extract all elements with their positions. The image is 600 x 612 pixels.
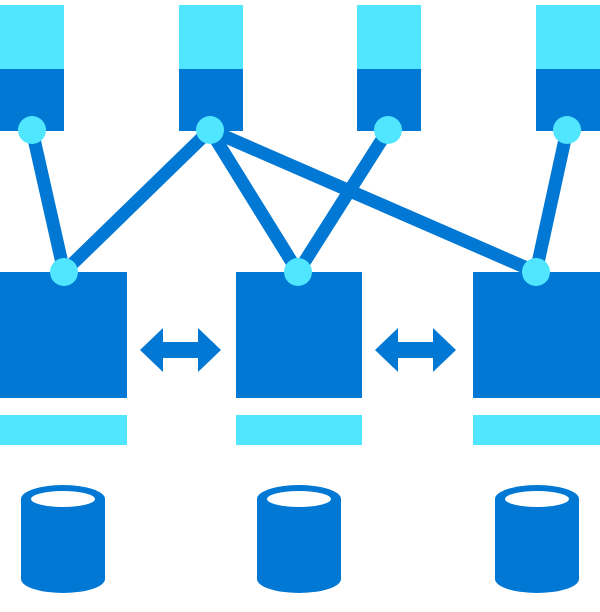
database-2 — [257, 485, 341, 593]
compute-node-icon — [473, 272, 600, 398]
compute-node-base — [236, 415, 362, 445]
compute-node-base — [473, 415, 600, 445]
database-cylinder-icon — [495, 499, 579, 593]
server-icon-top — [179, 5, 243, 69]
bidirectional-arrow-icon — [140, 328, 221, 372]
database-cylinder-rim — [267, 491, 331, 507]
link-top4-middle3 — [529, 123, 574, 279]
top-node-1 — [0, 5, 64, 131]
link-top1-middle1 — [25, 123, 71, 279]
database-3 — [495, 485, 579, 593]
bidirectional-arrow-icon — [375, 328, 456, 372]
link-top2-middle2 — [203, 123, 305, 279]
server-icon-top — [357, 5, 421, 69]
connector-dot-icon — [50, 258, 78, 286]
connector-dot-icon — [522, 258, 550, 286]
compute-node-base — [0, 415, 127, 445]
link-top2-middle1 — [57, 123, 217, 279]
middle-node-2 — [236, 272, 362, 445]
connector-dot-icon — [196, 116, 224, 144]
database-cylinder-icon — [21, 499, 105, 593]
database-cylinder-rim — [505, 491, 569, 507]
top-node-2 — [179, 5, 243, 131]
connector-dot-icon — [553, 116, 581, 144]
link-top3-middle2 — [291, 123, 395, 279]
connector-dot-icon — [284, 258, 312, 286]
server-icon-top — [536, 5, 600, 69]
database-cylinder-rim — [31, 491, 95, 507]
top-node-3 — [357, 5, 421, 131]
server-icon-top — [0, 5, 64, 69]
connector-dot-icon — [18, 116, 46, 144]
middle-node-1 — [0, 272, 127, 445]
connector-dot-icon — [374, 116, 402, 144]
link-top2-middle3 — [203, 123, 543, 279]
connection-lines — [25, 123, 574, 279]
middle-node-3 — [473, 272, 600, 445]
compute-node-icon — [236, 272, 362, 398]
top-node-4 — [536, 5, 600, 131]
compute-node-icon — [0, 272, 127, 398]
database-1 — [21, 485, 105, 593]
database-cylinder-icon — [257, 499, 341, 593]
